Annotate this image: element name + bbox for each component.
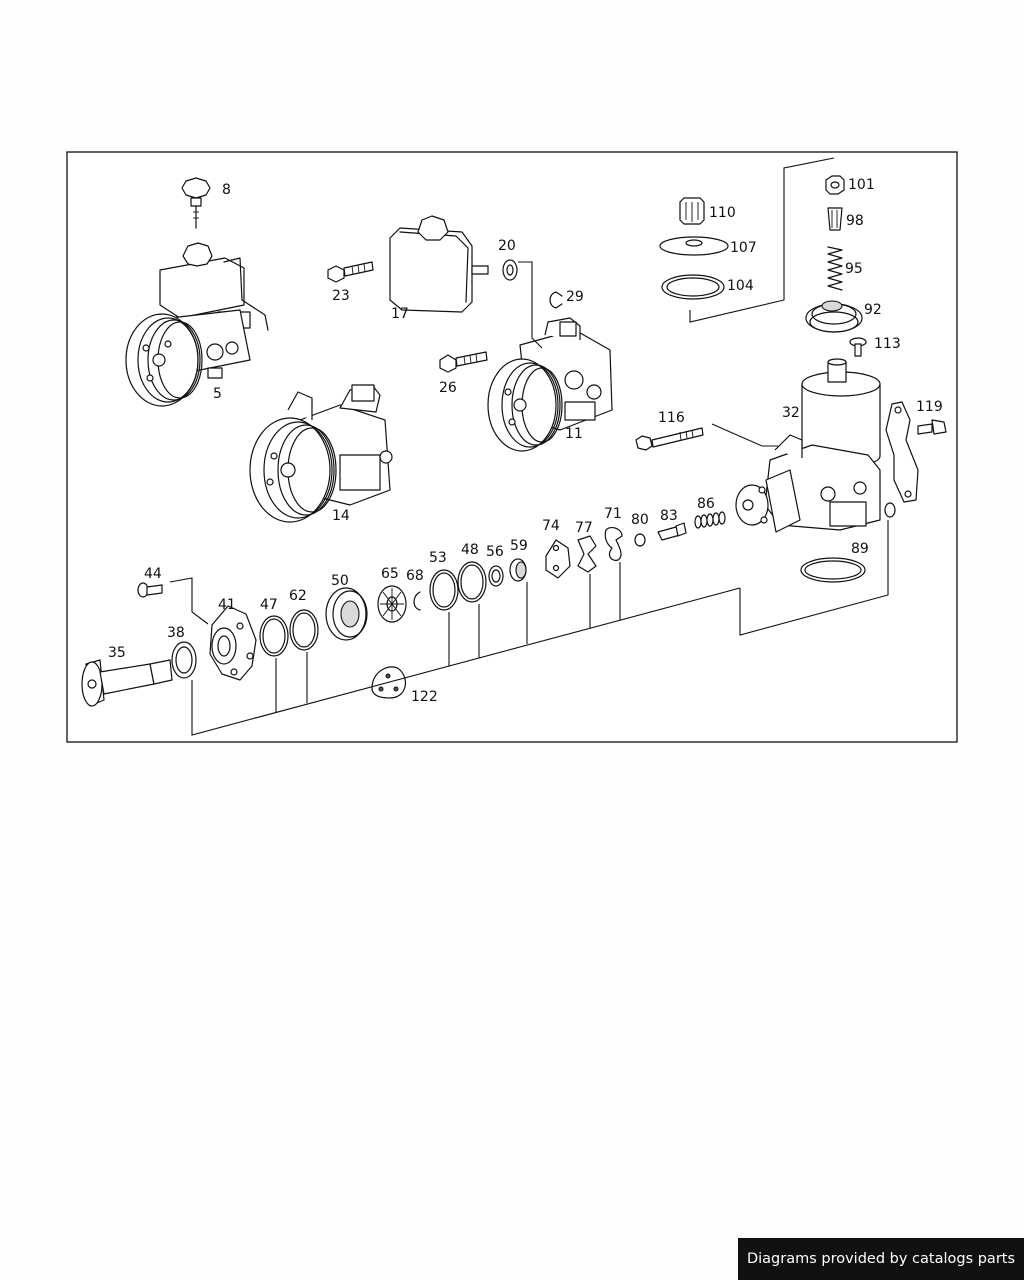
cover-part-107 [659,236,729,256]
pump-assembly-part-5 [125,242,269,407]
pump-part-14 [249,384,393,523]
label-part-48: 48 [461,542,479,558]
bracket-part-119 [885,401,919,503]
label-part-98: 98 [846,213,864,229]
label-part-77: 77 [575,520,593,536]
label-part-116: 116 [658,410,685,426]
o-ring-part-47 [259,615,289,657]
label-part-113: 113 [874,336,901,352]
valve-part-98 [827,207,843,231]
label-part-26: 26 [439,380,457,396]
rotor-part-65 [377,585,407,623]
seal-ring-part-104 [661,274,725,300]
callout-bracket-upper [689,157,835,323]
ball-part-80 [634,533,646,547]
label-part-101: 101 [848,177,875,193]
washer-part-20 [502,259,518,281]
lower-callout-bracket [191,562,741,736]
label-part-119: 119 [916,399,943,415]
label-part-74: 74 [542,518,560,534]
label-part-20: 20 [498,238,516,254]
credit-text: Diagrams provided by catalogs parts [746,1251,1016,1267]
bushing-part-59 [509,558,527,582]
label-part-32: 32 [782,405,800,421]
callout-line-116 [711,423,778,447]
screw-part-119 [917,419,947,435]
cap-part-110 [679,197,705,225]
label-part-71: 71 [604,506,622,522]
plate-part-77 [577,535,597,573]
label-part-17: 17 [391,306,409,322]
clip-part-71 [604,526,623,561]
label-part-8: 8 [222,182,231,198]
callout-line-44 [169,577,209,625]
bolt-part-26 [439,351,488,373]
o-ring-part-53 [429,569,459,611]
pump-part-11 [487,317,613,452]
label-part-95: 95 [845,261,863,277]
valve-part-83 [657,522,687,541]
credit-banner: Diagrams provided by catalogs parts [738,1238,1024,1280]
callout-line-20 [518,261,543,349]
shaft-part-35 [81,659,173,707]
reservoir-part-17 [389,215,489,313]
snap-ring-part-68 [413,591,421,611]
spring-part-95 [827,246,843,291]
ring-part-56 [488,565,504,587]
label-part-11: 11 [565,426,583,442]
label-part-92: 92 [864,302,882,318]
nut-part-101 [825,175,845,195]
label-part-83: 83 [660,508,678,524]
label-part-44: 44 [144,566,162,582]
label-part-86: 86 [697,496,715,512]
part-number-labels: 8 5 23 17 20 29 26 11 14 110 107 104 101… [108,177,943,705]
callout-bracket-89 [739,520,889,636]
label-part-50: 50 [331,573,349,589]
label-part-65: 65 [381,566,399,582]
bolt-part-23 [327,261,374,283]
o-ring-part-89 [800,502,896,583]
label-part-23: 23 [332,288,350,304]
plate-part-74 [545,539,571,579]
spring-part-86 [694,511,726,529]
label-part-68: 68 [406,568,424,584]
label-part-110: 110 [709,205,736,221]
label-part-107: 107 [730,240,757,256]
clip-part-29 [549,291,563,309]
label-part-47: 47 [260,597,278,613]
label-part-53: 53 [429,550,447,566]
label-part-35: 35 [108,645,126,661]
main-pump-part-32 [735,358,881,533]
screw-part-113 [849,337,867,357]
label-part-29: 29 [566,289,584,305]
label-part-62: 62 [289,588,307,604]
housing-part-41 [209,605,257,681]
seal-part-38 [171,641,197,679]
label-part-5: 5 [213,386,222,402]
label-part-104: 104 [727,278,754,294]
label-part-41: 41 [218,597,236,613]
label-part-38: 38 [167,625,185,641]
label-part-80: 80 [631,512,649,528]
cam-ring-part-50 [325,587,368,641]
screw-part-44 [137,582,163,598]
reservoir-cap-part-8 [181,177,211,229]
o-ring-part-48 [457,561,487,603]
o-ring-part-62 [289,609,319,651]
label-part-122: 122 [411,689,438,705]
label-part-56: 56 [486,544,504,560]
label-part-89: 89 [851,541,869,557]
label-part-14: 14 [332,508,350,524]
long-bolt-part-116 [635,427,704,451]
label-part-59: 59 [510,538,528,554]
pulley-part-92 [805,300,863,333]
